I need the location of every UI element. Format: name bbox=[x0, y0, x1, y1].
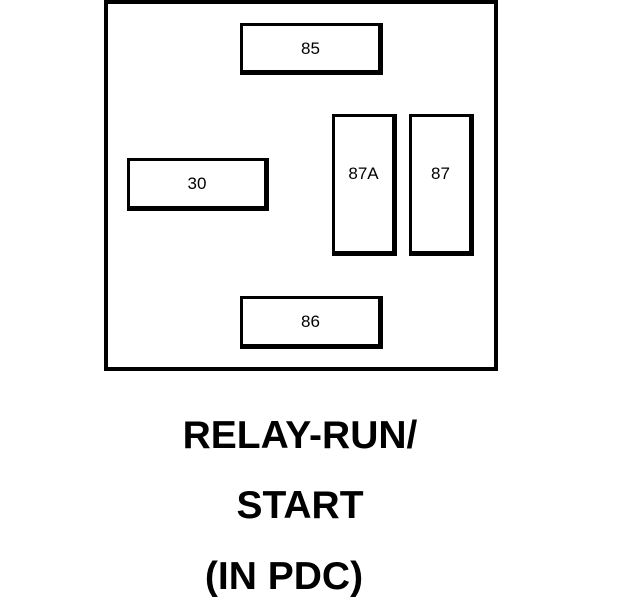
terminal-85-label: 85 bbox=[301, 38, 320, 58]
terminal-87-label: 87 bbox=[431, 164, 450, 183]
caption-line-2: START bbox=[236, 484, 364, 527]
terminal-87a: 87A bbox=[332, 114, 397, 256]
relay-body-outline bbox=[104, 0, 498, 371]
terminal-30-label: 30 bbox=[187, 174, 207, 193]
terminal-85: 85 bbox=[240, 23, 383, 75]
terminal-87: 87 bbox=[409, 114, 474, 256]
caption-line-3: (IN PDC) bbox=[204, 555, 364, 598]
terminal-87a-label: 87A bbox=[348, 164, 379, 183]
terminal-86-label: 86 bbox=[301, 312, 320, 331]
caption-line-1: RELAY-RUN/ bbox=[182, 414, 418, 457]
terminal-30: 30 bbox=[127, 158, 269, 211]
terminal-86: 86 bbox=[240, 296, 383, 349]
